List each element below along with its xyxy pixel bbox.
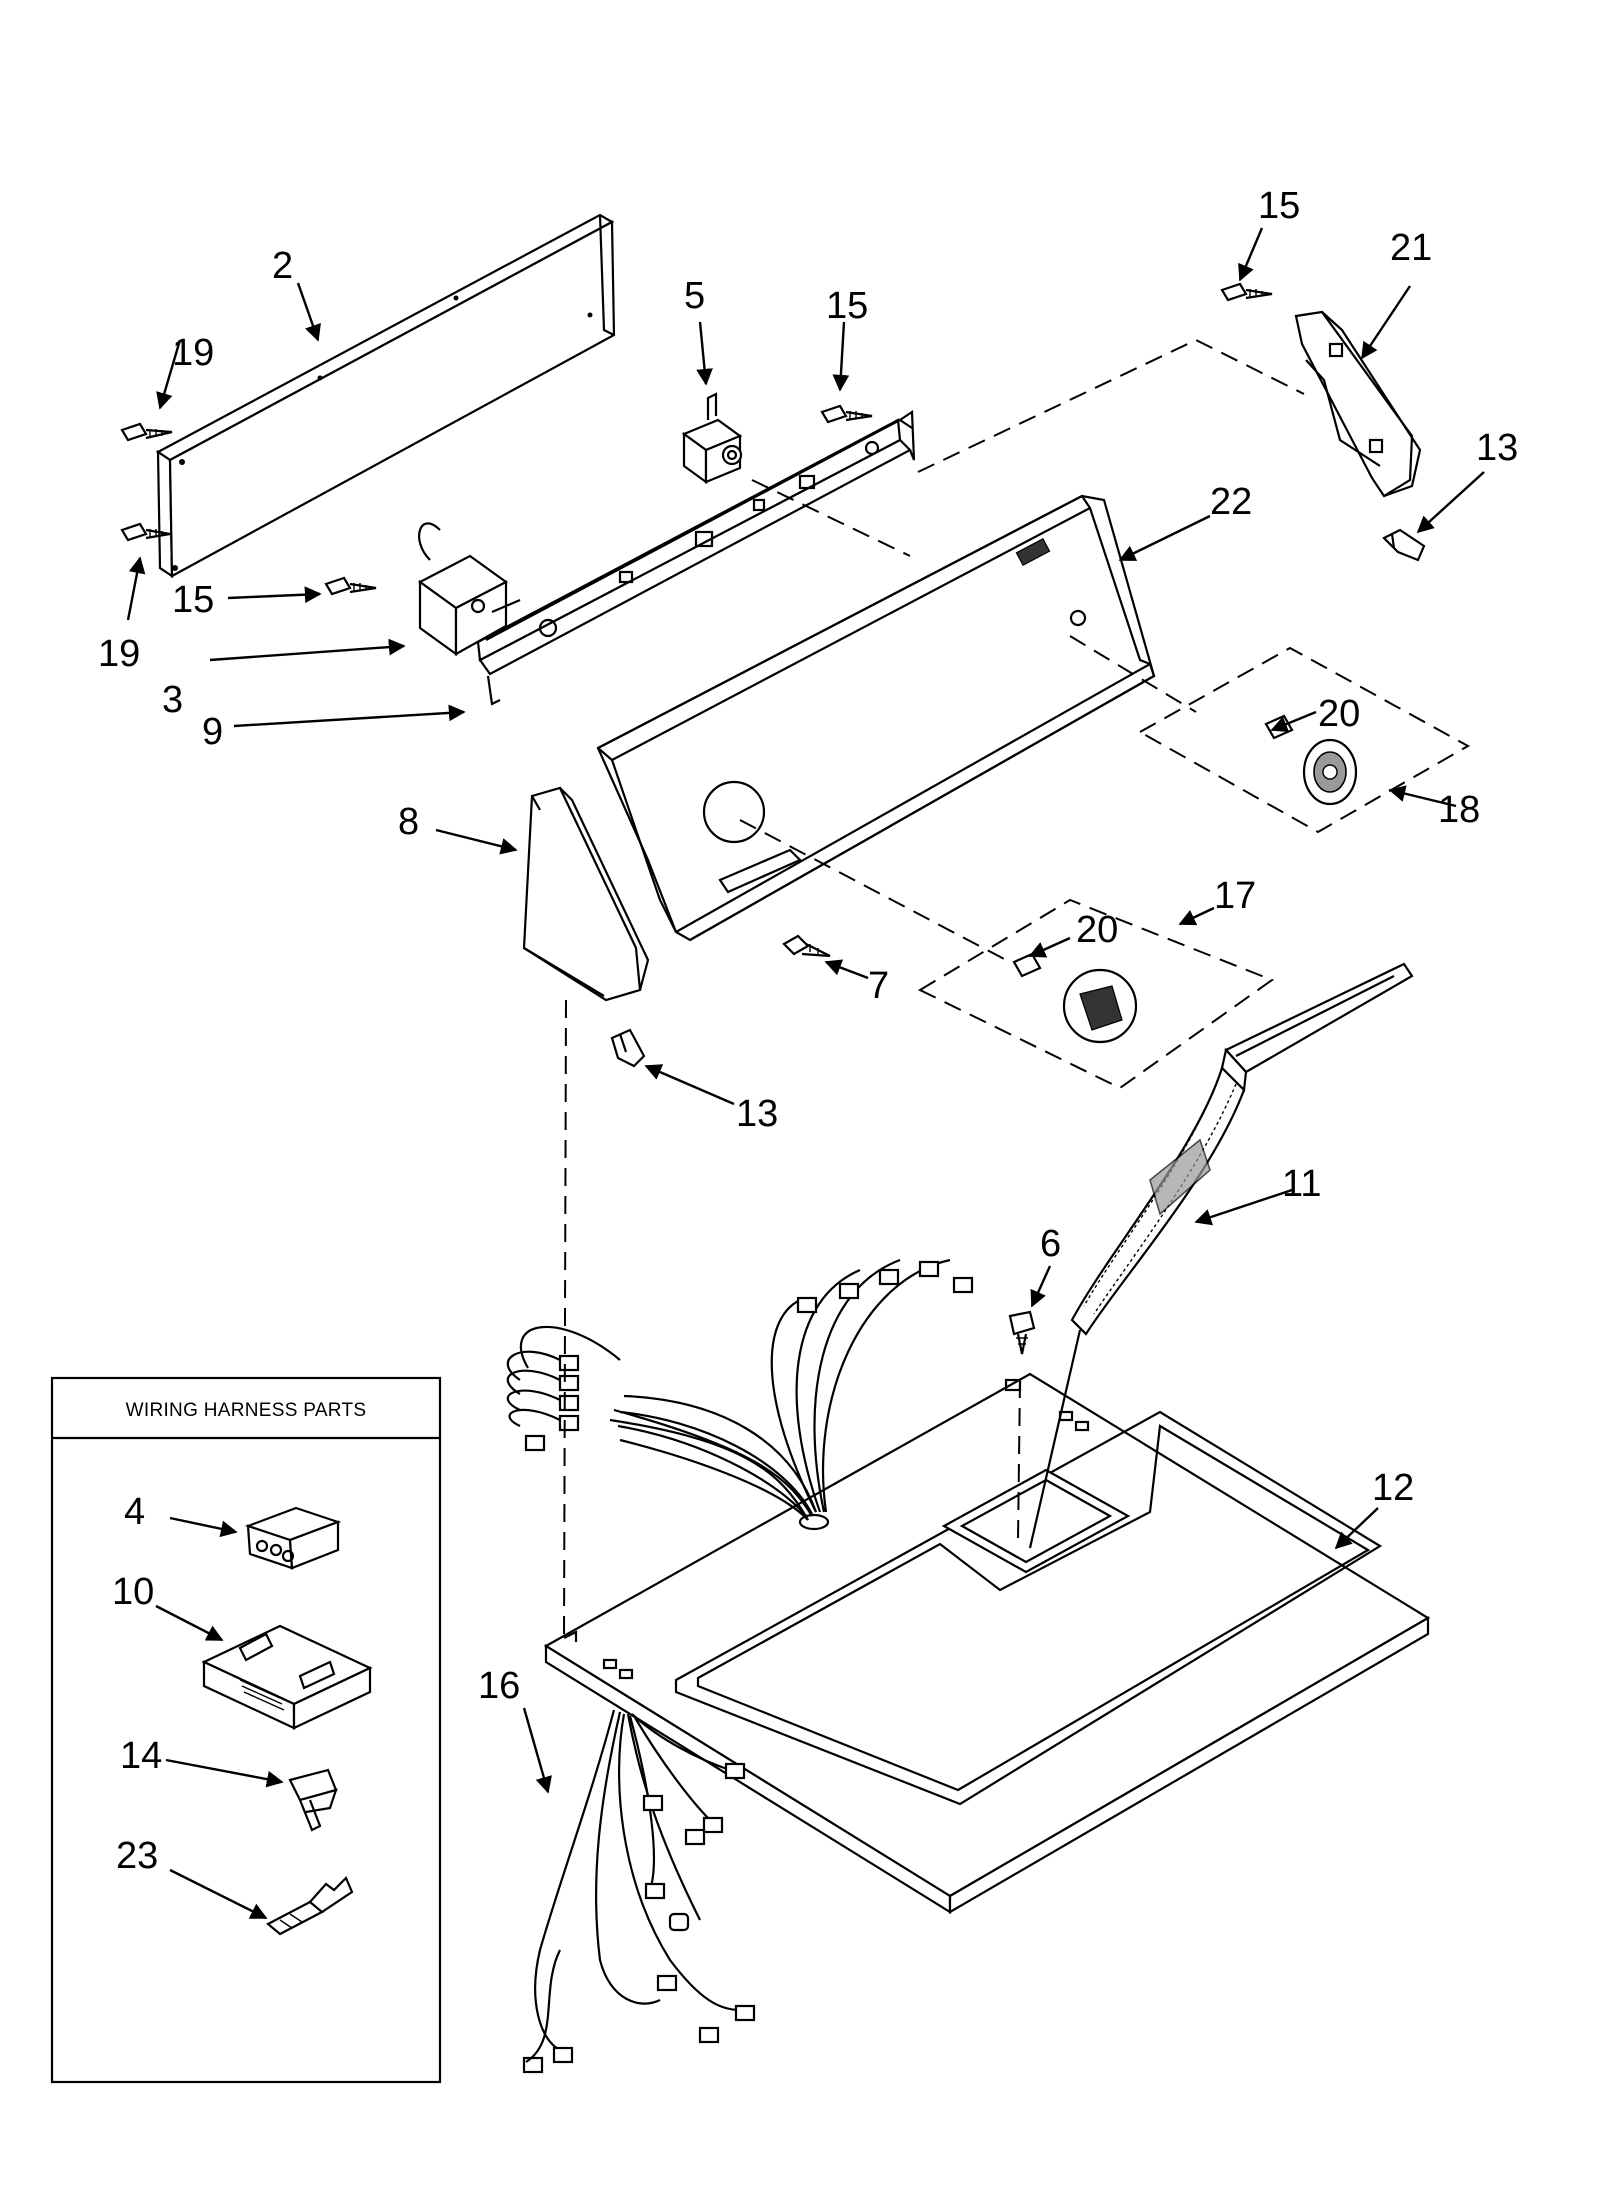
callout-4: 4 — [124, 1491, 145, 1533]
part-5-switch — [681, 392, 743, 485]
callout-8: 8 — [398, 801, 419, 843]
callout-17: 17 — [1214, 875, 1256, 917]
callout-19-upper: 19 — [172, 332, 214, 374]
part-18-knob-kit — [1137, 646, 1471, 834]
part-9-console-bracket — [476, 409, 916, 706]
part-10-connector-block — [201, 1624, 373, 1730]
callout-15-right: 15 — [1258, 185, 1300, 227]
part-13-clip-lower — [610, 1028, 646, 1068]
callout-20-upper: 20 — [1318, 693, 1360, 735]
wiring-box-title: WIRING HARNESS PARTS — [126, 1400, 367, 1421]
callout-5: 5 — [684, 275, 705, 317]
part-7-screw — [782, 934, 831, 958]
callout-18: 18 — [1438, 789, 1480, 831]
wiring-harness-parts-box: WIRING HARNESS PARTS 4 10 — [50, 1376, 442, 2084]
part-4-connector — [244, 1506, 342, 1570]
part-14-clip — [288, 1768, 338, 1832]
part-11-lint-screen — [1070, 962, 1414, 1336]
callout-10: 10 — [112, 1571, 154, 1613]
part-15-screw-left — [324, 576, 377, 596]
part-2-rear-panel — [155, 213, 616, 579]
callout-19-lower: 19 — [98, 633, 140, 675]
part-21-end-cap — [1294, 310, 1422, 498]
callout-9: 9 — [202, 711, 223, 753]
callout-3: 3 — [162, 679, 183, 721]
callout-7: 7 — [868, 965, 889, 1007]
callout-11: 11 — [1282, 1163, 1321, 1205]
callout-6: 6 — [1040, 1223, 1061, 1265]
callout-22: 22 — [1210, 481, 1252, 523]
callout-15-left: 15 — [172, 579, 214, 621]
part-8-left-end-cap — [522, 786, 650, 1002]
part-16-harness-lower — [522, 1709, 756, 2074]
part-12-top — [543, 1372, 1431, 1914]
part-19-screw-upper — [120, 422, 173, 442]
callout-15-center: 15 — [826, 285, 868, 327]
part-13-clip-right — [1382, 528, 1426, 562]
part-19-screw-lower — [120, 522, 171, 542]
part-17-knob-kit — [917, 898, 1275, 1090]
callout-16: 16 — [478, 1665, 520, 1707]
callout-13-right: 13 — [1476, 427, 1518, 469]
part-22-console — [596, 494, 1156, 942]
callout-20-lower: 20 — [1076, 909, 1118, 951]
callout-2: 2 — [272, 245, 293, 287]
callout-12: 12 — [1372, 1467, 1414, 1509]
callout-23: 23 — [116, 1835, 158, 1877]
part-15-screw-center — [820, 404, 873, 424]
callout-14: 14 — [120, 1735, 162, 1777]
dashed-leaders — [563, 338, 1305, 1641]
part-6-screw — [1008, 1310, 1036, 1355]
callout-21: 21 — [1390, 227, 1432, 269]
callout-arrows — [126, 227, 1485, 1794]
part-3-timer — [417, 522, 521, 657]
part-23-terminal — [266, 1876, 354, 1936]
part-15-screw-right — [1220, 282, 1273, 302]
callout-13-lower: 13 — [736, 1093, 778, 1135]
callout-labels: 2 19 19 5 15 15 21 13 22 15 3 9 8 20 18 … — [98, 185, 1518, 1707]
part-16-harness-upper — [506, 1258, 974, 1521]
